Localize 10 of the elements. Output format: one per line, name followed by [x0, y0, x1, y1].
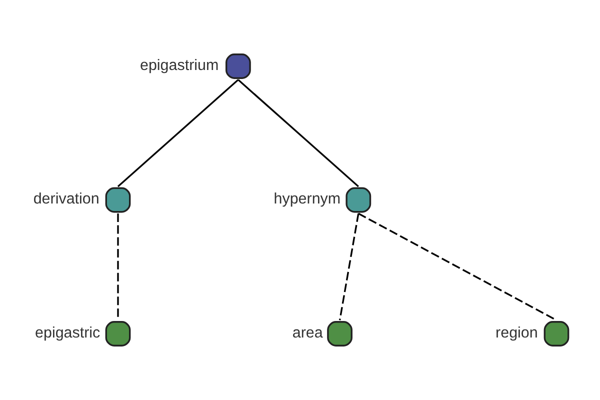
node-label: area [292, 324, 323, 342]
node-label: epigastric [35, 324, 100, 342]
connector [238, 79, 359, 188]
connector [358, 212, 557, 321]
node-label: hypernym [274, 190, 341, 208]
connector [117, 79, 239, 188]
node-label: epigastrium [140, 56, 219, 74]
connector [338, 213, 360, 320]
node-label: derivation [33, 190, 100, 208]
node-label: region [496, 324, 538, 342]
